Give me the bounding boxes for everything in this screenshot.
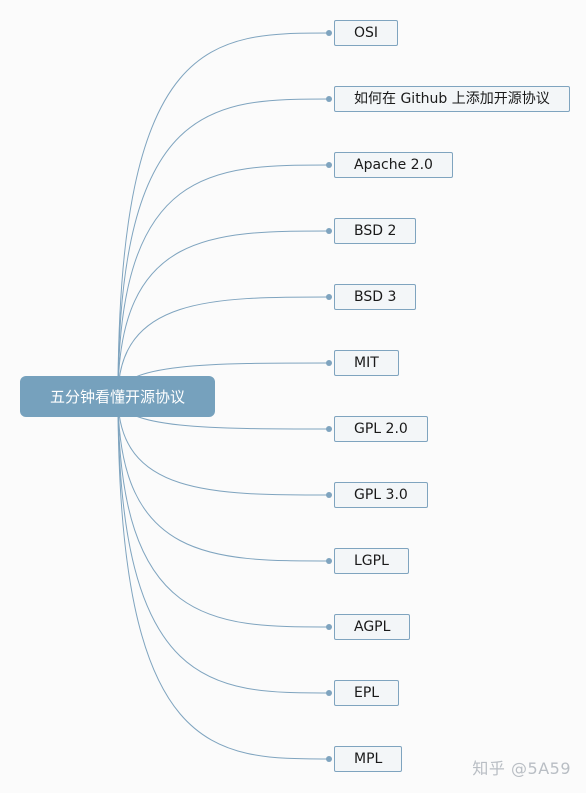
connector-port-dot <box>326 492 332 498</box>
connector-line <box>117 230 330 398</box>
topic-label: OSI <box>354 25 379 41</box>
topic-label: GPL 2.0 <box>354 421 408 437</box>
topic-label: 如何在 Github 上添加开源协议 <box>354 91 550 107</box>
topic-epl[interactable]: EPL <box>334 680 400 706</box>
topic-label: AGPL <box>354 619 391 635</box>
topic-apache[interactable]: Apache 2.0 <box>334 152 453 178</box>
connector-port-dot <box>326 756 332 762</box>
connector-port-dot <box>326 624 332 630</box>
topic-bsd3[interactable]: BSD 3 <box>334 284 417 310</box>
connector-port-dot <box>326 690 332 696</box>
connector-line <box>117 98 330 398</box>
topic-mpl[interactable]: MPL <box>334 746 403 772</box>
connector-line <box>117 396 330 496</box>
topic-osi[interactable]: OSI <box>334 20 399 46</box>
connector-line <box>117 32 330 398</box>
connector-line <box>117 296 330 398</box>
connector-port-dot <box>326 162 332 168</box>
root-topic[interactable]: 五分钟看懂开源协议 <box>20 376 215 417</box>
topic-label: LGPL <box>354 553 389 569</box>
connector-port-dot <box>326 294 332 300</box>
connector-port-dot <box>326 30 332 36</box>
topic-github-license[interactable]: 如何在 Github 上添加开源协议 <box>334 86 570 112</box>
root-topic-label: 五分钟看懂开源协议 <box>49 388 185 406</box>
connector-line <box>117 396 330 694</box>
topic-gpl3[interactable]: GPL 3.0 <box>334 482 428 508</box>
topic-bsd2[interactable]: BSD 2 <box>334 218 417 244</box>
topic-label: Apache 2.0 <box>354 157 433 173</box>
topic-label: GPL 3.0 <box>354 487 408 503</box>
connector-line <box>117 396 330 760</box>
topic-label: BSD 3 <box>354 289 397 305</box>
topic-mit[interactable]: MIT <box>334 350 399 376</box>
connector-line <box>117 164 330 398</box>
connector-line <box>117 396 330 628</box>
connector-port-dot <box>326 426 332 432</box>
connector-port-dot <box>326 228 332 234</box>
connector-port-dot <box>326 96 332 102</box>
watermark: 知乎 @5A59 <box>472 759 571 778</box>
topic-label: MPL <box>354 751 383 767</box>
connector-port-dot <box>326 360 332 366</box>
topic-agpl[interactable]: AGPL <box>334 614 411 640</box>
topic-label: EPL <box>354 685 380 701</box>
topic-gpl2[interactable]: GPL 2.0 <box>334 416 428 442</box>
topic-lgpl[interactable]: LGPL <box>334 548 409 574</box>
connector-port-dot <box>326 558 332 564</box>
connector-line <box>117 396 330 562</box>
topic-label: BSD 2 <box>354 223 397 239</box>
topic-label: MIT <box>354 355 379 371</box>
